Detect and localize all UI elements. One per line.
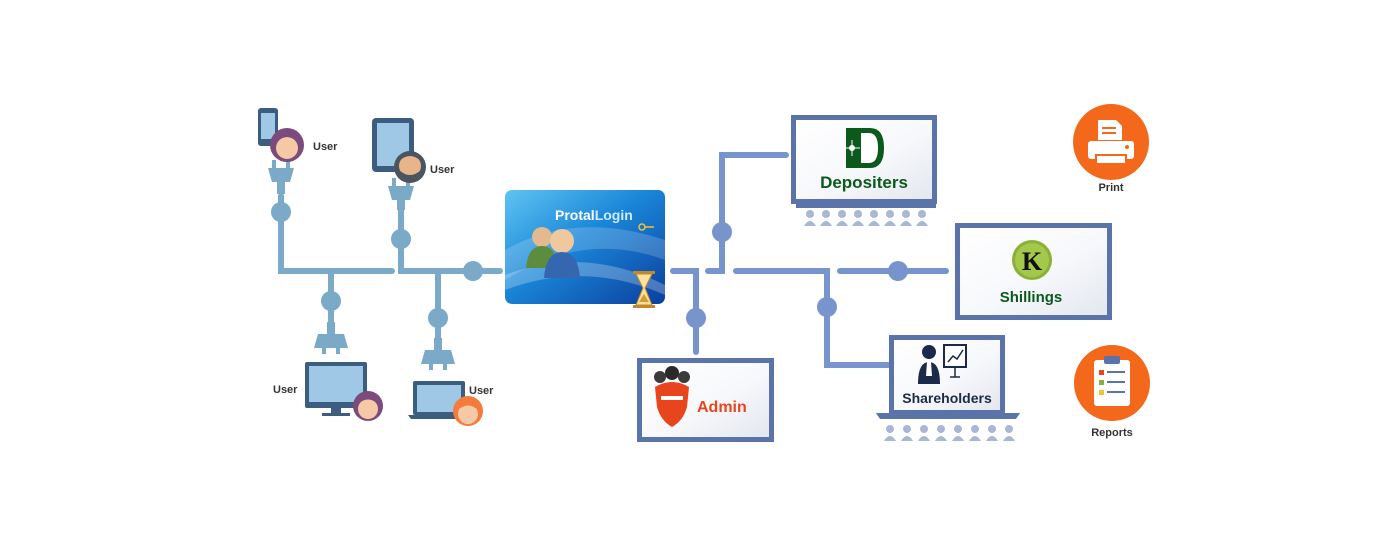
shield-icon [654,366,690,427]
portal-title-word2: Login [595,207,633,223]
left-pipe-joints [271,202,483,328]
reports-action[interactable]: Reports [1074,345,1150,439]
shillings-logo-letter: K [1022,247,1043,276]
shareholders-audience [884,425,1015,441]
print-action[interactable]: Print [1073,104,1149,194]
desktop-icon [305,362,367,416]
user-label: User [313,141,338,153]
key-icon [638,223,654,231]
print-label: Print [1098,182,1123,194]
shareholders-monitor[interactable]: Shareholders [876,335,1020,419]
depositers-label: Depositers [820,173,908,192]
avatar-male-icon [453,396,483,426]
clipboard-icon [1094,356,1130,406]
right-pipes [670,152,949,368]
shareholders-label: Shareholders [902,390,992,406]
user-tablet-group: User [372,118,455,183]
user-desktop-group: User [273,362,383,421]
admin-monitor[interactable]: Admin [637,358,774,442]
depositers-monitor[interactable]: Depositers [791,115,937,208]
user-label: User [430,164,455,176]
portal-title-word1: Protal [555,207,595,223]
portal-title: ProtalLogin [555,207,633,223]
avatar-female-icon [353,391,383,421]
plug-icon [268,160,294,194]
users-icon [526,227,580,278]
user-label: User [469,385,494,397]
user-laptop-group: User [408,381,494,426]
safe-icon [844,128,884,168]
presenter-icon [918,344,967,384]
avatar-male-icon [394,151,426,183]
coin-icon: K [1012,240,1052,280]
admin-label: Admin [697,399,747,416]
reports-label: Reports [1091,427,1133,439]
plug-icon [421,338,455,370]
printer-icon [1088,120,1134,165]
depositers-audience [804,210,928,226]
user-phone-group: User [258,108,338,162]
avatar-female-icon [270,128,304,162]
shillings-label: Shillings [1000,289,1063,306]
portal-login-card[interactable]: ProtalLogin [505,190,665,308]
user-label: User [273,384,298,396]
right-pipe-joints [686,222,908,328]
hourglass-icon [633,271,655,308]
shillings-monitor[interactable]: K Shillings [955,223,1112,320]
plug-icon [314,322,348,354]
